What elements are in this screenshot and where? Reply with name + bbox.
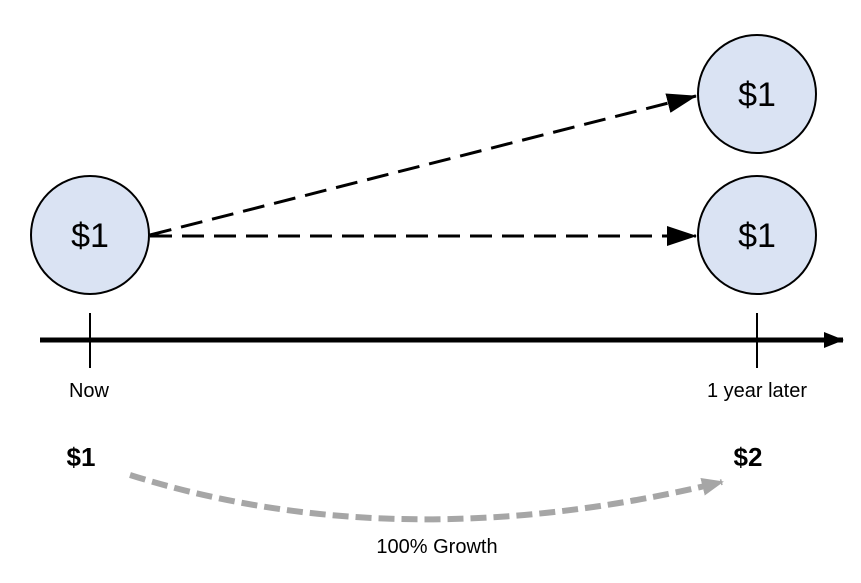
amount-end: $2 [734, 442, 763, 472]
start-coin: $1 [30, 175, 150, 295]
end-top-coin: $1 [697, 34, 817, 154]
timeline-label-now: Now [69, 380, 110, 402]
start-coin-label: $1 [71, 217, 109, 255]
timeline-label-end: 1 year later [707, 380, 807, 402]
growth-arrow [129, 472, 724, 523]
end-bottom-coin-label: $1 [738, 217, 776, 255]
end-bottom-coin: $1 [697, 175, 817, 295]
end-top-coin-label: $1 [738, 76, 776, 114]
growth-label: 100% Growth [376, 536, 497, 558]
amount-start: $1 [67, 442, 96, 472]
arrow-to-top-coin [149, 93, 697, 237]
